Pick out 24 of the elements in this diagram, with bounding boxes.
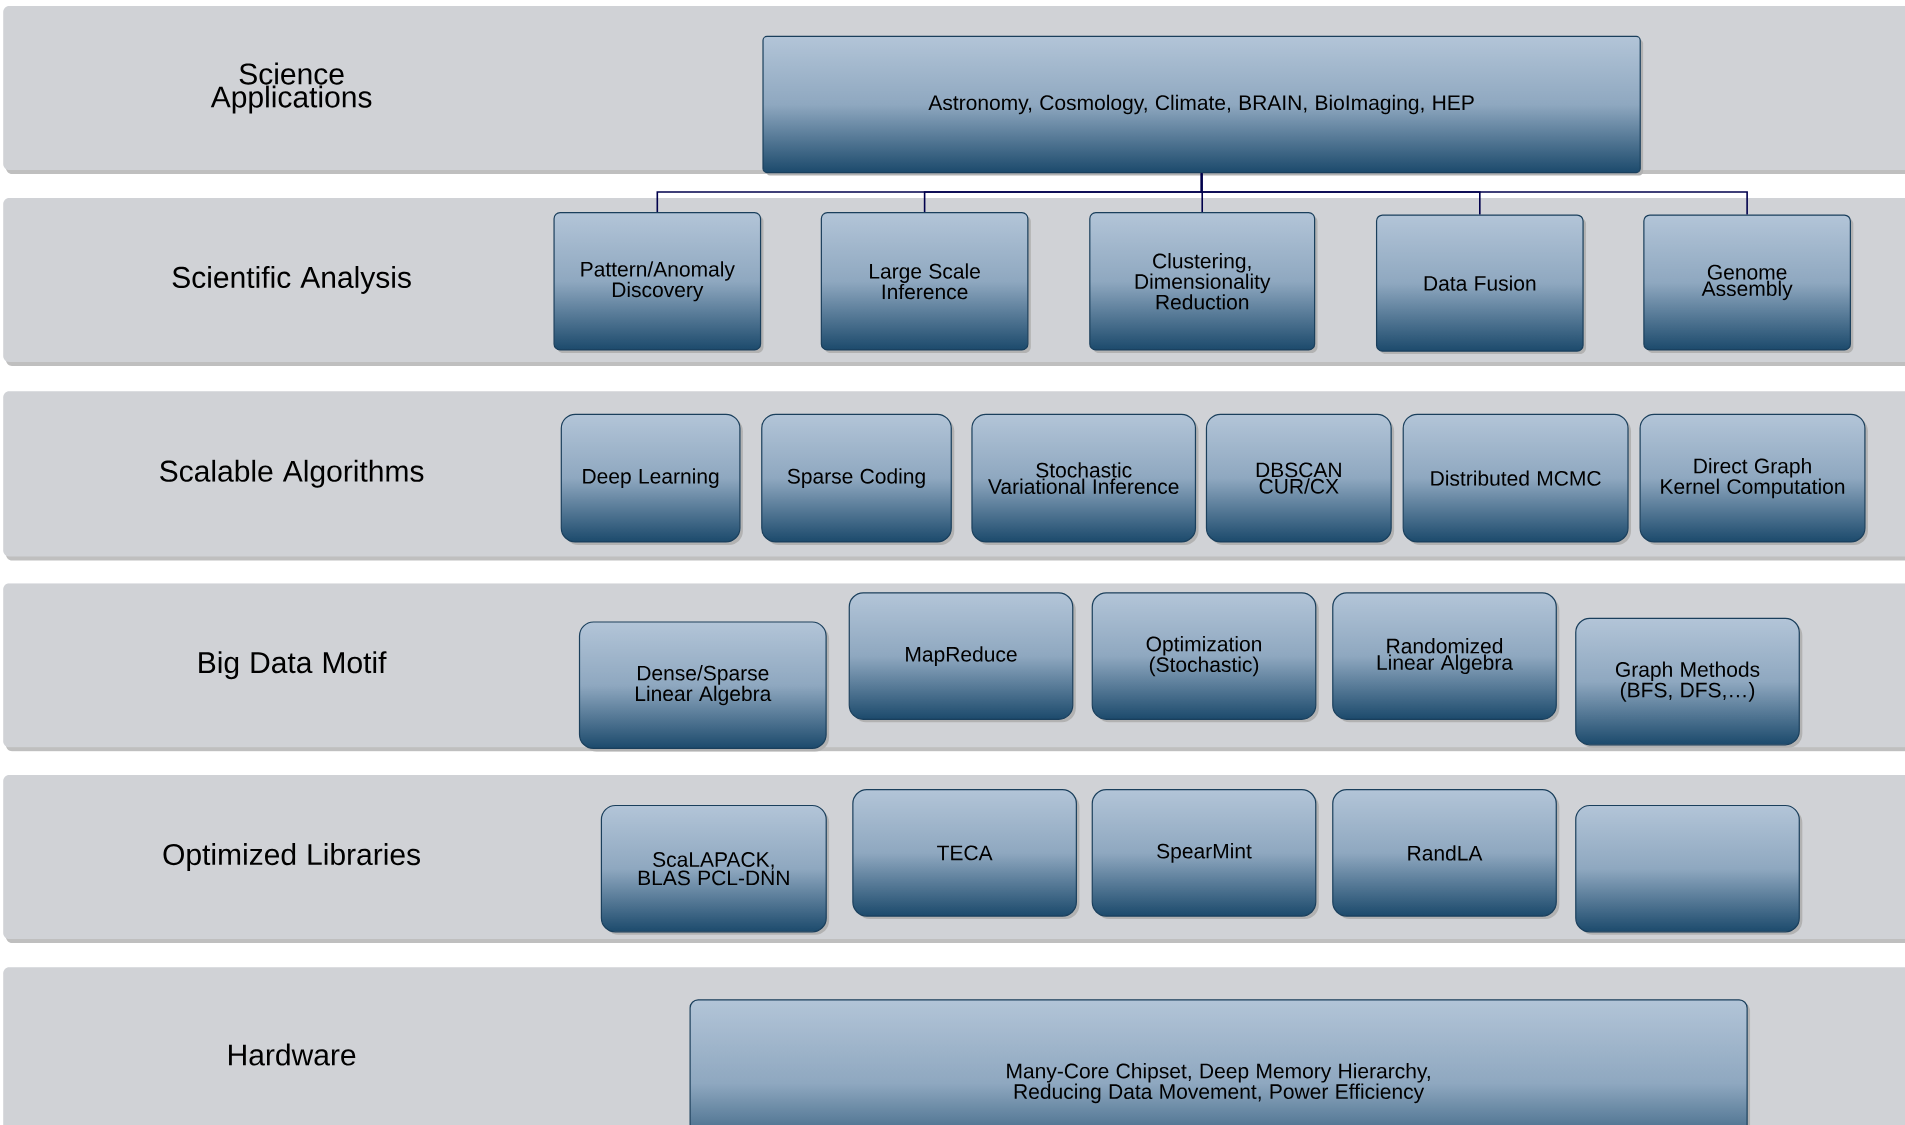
process-box: Graph Methods (BFS, DFS,…) (1575, 617, 1803, 748)
process-box: Randomized Linear Algebra (1332, 592, 1560, 723)
process-box: Dense/Sparse Linear Algebra (578, 621, 830, 752)
process-box: Many-Core Chipset, Deep Memory Hierarchy, Reducing Data Movement, Power Efficiency (689, 999, 1751, 1125)
process-box: MapReduce (848, 592, 1076, 723)
process-box: Data Fusion (1375, 214, 1586, 355)
process-box (1575, 804, 1803, 935)
process-box: ScaLAPACK, BLAS PCL-DNN (600, 804, 830, 935)
process-box: Direct Graph Kernel Computation (1639, 413, 1868, 545)
process-box: Astronomy, Cosmology, Climate, BRAIN, BioImaging, HEP (762, 35, 1644, 176)
process-box: SpearMint (1091, 789, 1319, 920)
connector-line (1200, 172, 1748, 216)
process-box: Clustering, Dimensionality Reduction (1089, 212, 1318, 353)
process-box: Genome Assembly (1643, 214, 1854, 353)
process-box: Deep Learning (560, 413, 743, 545)
process-box: TECA (852, 789, 1080, 920)
process-box: Pattern/Anomaly Discovery (553, 212, 764, 353)
process-box: Stochastic Variational Inference (971, 413, 1199, 545)
process-box: Large Scale Inference (820, 212, 1031, 353)
process-box: Optimization (Stochastic) (1091, 592, 1319, 723)
process-box: RandLA (1332, 789, 1560, 920)
process-box: Sparse Coding (761, 413, 955, 545)
process-box: Distributed MCMC (1402, 413, 1631, 545)
process-box: DBSCAN CUR/CX (1205, 413, 1395, 545)
